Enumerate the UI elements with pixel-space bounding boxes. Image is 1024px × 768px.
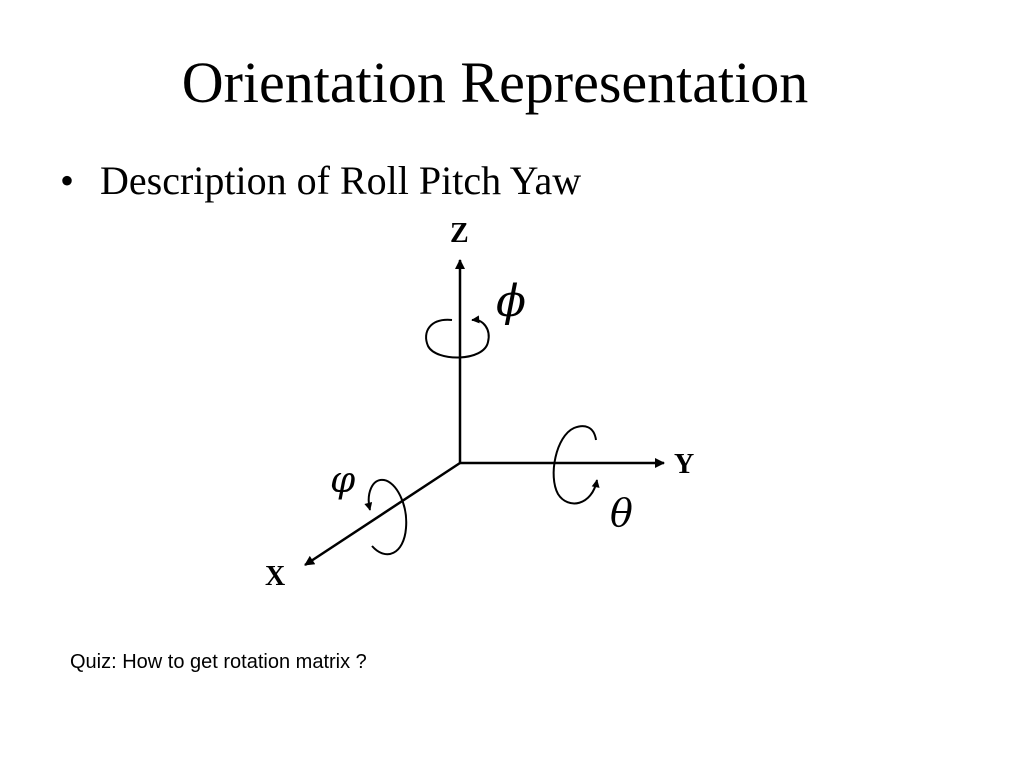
bullet-item: • Description of Roll Pitch Yaw [60,155,581,207]
bullet-text: Description of Roll Pitch Yaw [100,158,582,203]
x-axis-label: X [265,561,285,592]
roll-symbol: φ [330,460,356,501]
slide-title: Orientation Representation [181,50,809,115]
yaw-symbol: ϕ [496,276,526,327]
bullet-marker: • [60,158,75,203]
roll-rotation-arrow [364,478,408,556]
y-axis-label: Y [674,449,694,480]
quiz-text: Quiz: How to get rotation matrix ? [70,651,367,673]
pitch-rotation-arrow [552,425,600,505]
x-axis [304,461,461,567]
pitch-symbol: θ [610,491,633,535]
yaw-rotation-arrow [425,315,490,359]
z-axis-label: Z [450,218,469,249]
